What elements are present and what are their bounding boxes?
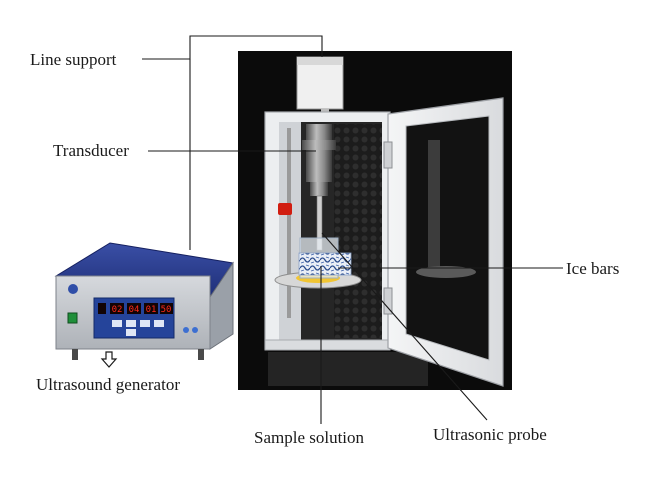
label-line-support: Line support [30, 50, 117, 69]
led-display-group: 02 04 01 50 [98, 303, 173, 315]
label-transducer: Transducer [53, 141, 129, 160]
red-clamp-knob [278, 203, 292, 215]
down-arrow-icon [100, 351, 118, 368]
generator-foot-right [198, 349, 204, 360]
label-sample-solution: Sample solution [254, 428, 365, 447]
door-hinge-top [383, 141, 393, 169]
power-switch [67, 312, 78, 324]
label-ultrasound-generator: Ultrasound generator [36, 375, 180, 394]
label-ultrasonic-probe: Ultrasonic probe [433, 425, 547, 444]
led-readout-3: 01 [146, 305, 157, 315]
ice-bars [298, 252, 352, 276]
led-readout-1: 02 [112, 305, 123, 315]
leader-lines [142, 35, 563, 424]
support-rod [287, 128, 291, 318]
led-readout-4: 50 [161, 305, 172, 315]
top-housing [296, 56, 344, 110]
brand-logo-icon [68, 284, 78, 294]
led-readout-2: 04 [129, 305, 140, 315]
door-hinge-bottom [383, 287, 393, 315]
leader-probe [321, 232, 488, 421]
acoustic-foam [334, 124, 382, 338]
floor-reflection [268, 352, 428, 386]
label-ice-bars: Ice bars [566, 259, 620, 278]
leader-line-support [142, 35, 323, 60]
indicator-icon [183, 327, 189, 333]
keypad [112, 320, 164, 336]
transducer-body [306, 124, 332, 182]
ultrasound-generator: 02 04 01 50 [54, 242, 234, 368]
generator-foot-left [72, 349, 78, 360]
door-window [405, 115, 490, 361]
cabinet-door [383, 97, 504, 387]
